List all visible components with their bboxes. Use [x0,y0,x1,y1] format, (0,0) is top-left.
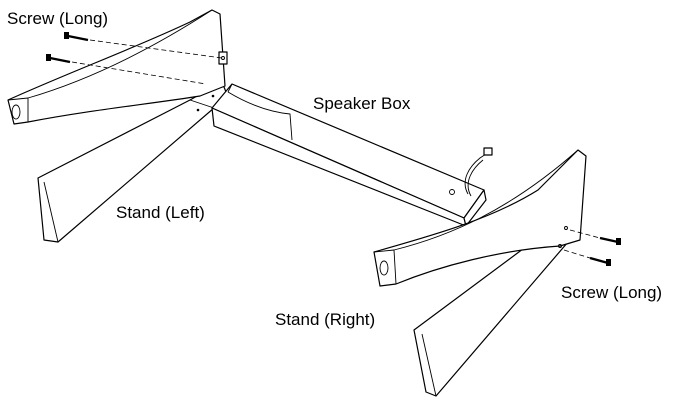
screw-long-top-1 [64,32,223,59]
label-screw-long-top: Screw (Long) [7,9,109,28]
screws-right [563,229,621,266]
label-stand-right: Stand (Right) [275,310,376,329]
label-speaker-box: Speaker Box [313,94,411,113]
label-stand-left: Stand (Left) [116,203,205,222]
label-screw-long-right: Screw (Long) [561,283,663,302]
screw-long-right-2 [563,249,611,266]
screw-long-right-1 [569,229,621,245]
stand-left [7,9,228,243]
stand-right [373,149,587,397]
screw-long-top-2 [46,54,207,85]
speaker-box [211,83,493,227]
screws-top-left [46,32,223,85]
